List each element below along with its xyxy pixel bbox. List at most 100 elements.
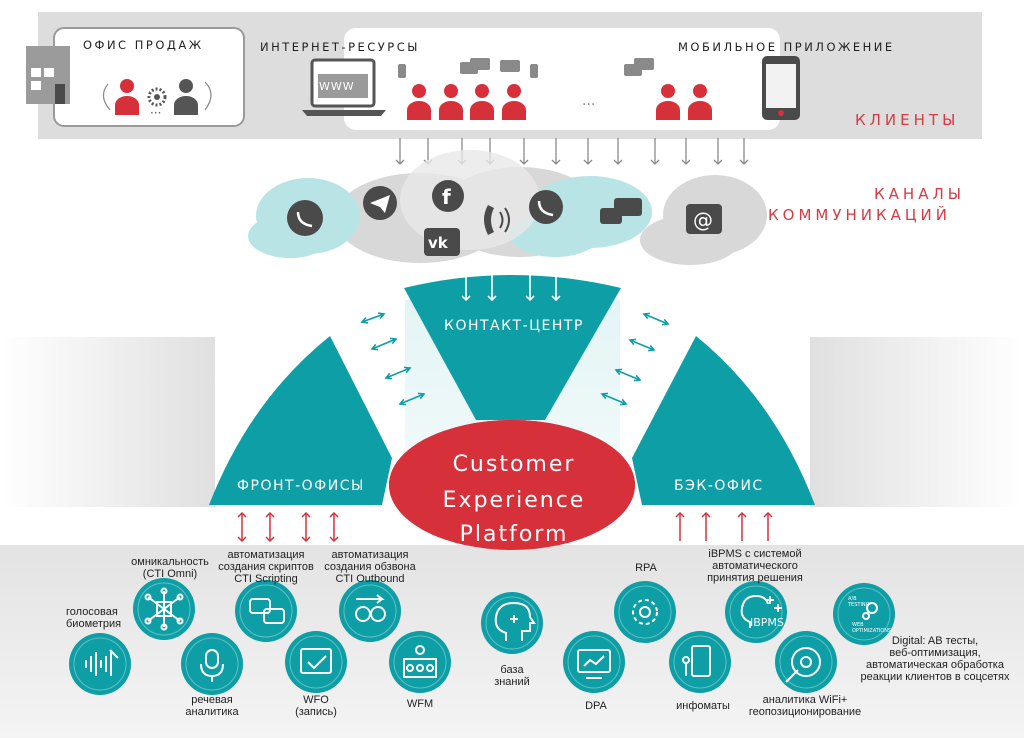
client-arrow xyxy=(739,138,749,165)
speech-analytics-icon xyxy=(181,633,243,695)
platform-line3: Platform xyxy=(459,522,569,547)
web-optimizations-text: OPTIMIZATIONS xyxy=(852,628,891,634)
channel-flow-arrow xyxy=(614,368,642,382)
channel-flow-arrow xyxy=(398,392,426,406)
sales-office-people: ··· xyxy=(102,79,212,120)
ab-testing-text: TESTING xyxy=(847,602,870,608)
voice-biometry-icon xyxy=(69,633,131,695)
svg-text:···: ··· xyxy=(150,106,161,120)
infomats-icon xyxy=(669,631,731,693)
caption-rpa: RPA xyxy=(635,562,657,574)
www-label: WWW xyxy=(319,80,355,93)
client-arrow xyxy=(395,138,405,165)
contact-center-label: КОНТАКТ-ЦЕНТР xyxy=(444,318,584,334)
laptop-icon xyxy=(302,58,386,116)
svg-text:f: f xyxy=(442,185,451,209)
smartphone-icon xyxy=(762,56,800,120)
channels-title-line2: КОММУНИКАЦИЙ xyxy=(768,206,951,224)
back-office-segment xyxy=(632,336,815,505)
internet-clients xyxy=(398,58,712,120)
channel-flow-arrow xyxy=(370,337,398,351)
caption-knowledge-base: база знаний xyxy=(494,664,530,688)
cti-outbound-icon xyxy=(339,580,401,642)
front-office-segment xyxy=(209,336,392,505)
viber-icon-2 xyxy=(529,190,563,224)
ibpms-icon: IBPMS xyxy=(725,581,787,643)
back-office-label: БЭК-ОФИС xyxy=(674,478,764,494)
client-arrow xyxy=(681,138,691,165)
front-office-label: ФРОНТ-ОФИСЫ xyxy=(237,478,365,494)
platform-line1: Customer xyxy=(452,452,576,477)
front-office-arrow xyxy=(265,511,275,543)
caption-wfo: WFO (запись) xyxy=(295,694,337,718)
teal-diagonal-arrows xyxy=(360,312,670,406)
client-arrow xyxy=(613,138,623,165)
dpa-icon xyxy=(563,631,625,693)
client-arrow xyxy=(551,138,561,165)
front-office-arrow xyxy=(329,511,339,543)
channel-flow-arrow xyxy=(628,338,656,352)
mobile-app-label: МОБИЛЬНОЕ ПРИЛОЖЕНИЕ xyxy=(678,40,895,54)
wfm-icon xyxy=(389,631,451,693)
caption-cti-scripting: автоматизация создания скриптов CTI Scri… xyxy=(218,549,314,585)
cti-scripting-icon xyxy=(235,580,297,642)
knowledge-base-icon xyxy=(481,592,543,654)
caption-cti-outbound: автоматизация создания обзвона CTI Outbo… xyxy=(324,549,416,585)
facebook-icon xyxy=(432,180,464,212)
caption-digital: Digital: AB тесты, веб-оптимизация, авто… xyxy=(860,635,1010,683)
right-gray-band xyxy=(810,337,1024,507)
client-arrow xyxy=(650,138,660,165)
clients-title: КЛИЕНТЫ xyxy=(855,111,960,129)
wifi-analytics-icon xyxy=(775,631,837,693)
client-arrow xyxy=(713,138,723,165)
caption-wifi-analytics: аналитика WiFi+ геопозиционирование xyxy=(748,694,862,718)
rpa-icon xyxy=(614,581,676,643)
red-vertical-arrows xyxy=(237,511,773,543)
caption-dpa: DPA xyxy=(585,700,607,712)
ab-testing-text: A/B xyxy=(848,596,857,602)
clients-ellipsis: ... xyxy=(582,93,596,109)
vk-icon xyxy=(424,228,460,256)
building-icon xyxy=(26,46,70,104)
svg-text:vk: vk xyxy=(428,234,449,252)
caption-ibpms: iBPMS с системой автоматического приняти… xyxy=(707,548,803,584)
contact-center-arrow xyxy=(551,274,561,302)
platform-line2: Experience xyxy=(442,488,586,513)
caption-infomats: инфоматы xyxy=(676,700,730,712)
email-icon xyxy=(686,204,722,234)
channel-flow-arrow xyxy=(642,312,670,326)
contact-center-arrow xyxy=(525,274,535,302)
svg-text:@: @ xyxy=(693,208,713,232)
contact-center-arrow xyxy=(461,274,471,302)
front-office-arrow xyxy=(237,511,247,543)
back-office-arrow xyxy=(763,511,773,541)
front-office-arrow xyxy=(301,511,311,543)
wfo-icon xyxy=(285,631,347,693)
caption-wfm: WFM xyxy=(406,698,434,710)
client-arrow xyxy=(583,138,593,165)
contact-center-segment xyxy=(404,275,621,420)
ibpms-icon-text: IBPMS xyxy=(750,616,784,629)
channel-flow-arrow xyxy=(360,312,386,324)
left-gray-band xyxy=(0,337,215,507)
caption-speech-analytics: речевая аналитика xyxy=(185,694,239,718)
back-office-arrow xyxy=(675,511,685,541)
channels-title-line1: КАНАЛЫ xyxy=(874,185,965,203)
sales-office-label: ОФИС ПРОДАЖ xyxy=(83,38,204,52)
contact-center-arrows xyxy=(461,274,561,302)
back-office-arrow xyxy=(737,511,747,541)
channel-icons: f vk @ xyxy=(287,180,722,256)
caption-omnichannel: омникальность (CTI Omni) xyxy=(131,556,209,580)
contact-center-arrow xyxy=(487,274,497,302)
caption-voice-biometry: голосовая биометрия xyxy=(66,606,122,630)
channel-flow-arrow xyxy=(384,366,412,380)
channel-flow-arrow xyxy=(600,392,628,406)
client-arrow xyxy=(519,138,529,165)
phone-icon xyxy=(484,205,494,235)
omnichannel-icon xyxy=(133,578,195,640)
internet-resources-label: ИНТЕРНЕТ-РЕСУРСЫ xyxy=(260,40,420,54)
back-office-arrow xyxy=(701,511,711,541)
